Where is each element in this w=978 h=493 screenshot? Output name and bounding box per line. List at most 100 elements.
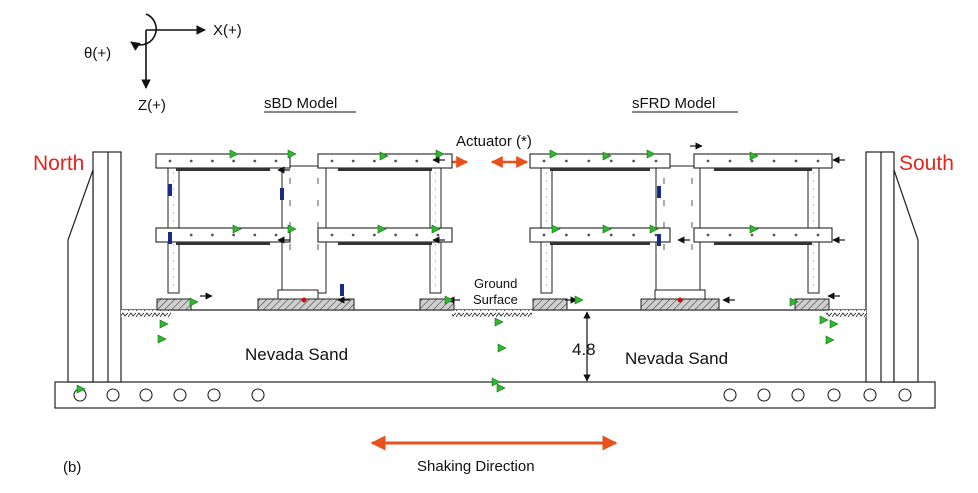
axis-glyph: X(+) θ(+) Z(+) xyxy=(84,13,242,114)
bolt xyxy=(330,159,334,163)
sfrd-model-title: sFRD Model xyxy=(632,95,715,112)
accelerometer-marker xyxy=(574,295,584,305)
accelerometer-marker xyxy=(76,384,86,394)
bolt xyxy=(816,159,820,163)
slab-plate xyxy=(714,242,812,245)
depth-value: 4.8 xyxy=(572,340,596,359)
footing xyxy=(532,298,568,311)
base-hole xyxy=(863,388,877,402)
panel-label: (b) xyxy=(63,459,81,476)
depth-dimension: 4.8 xyxy=(572,311,596,382)
accelerometer-marker xyxy=(435,149,445,159)
gravel-strip xyxy=(121,310,171,317)
sbd-model-title: sBD Model xyxy=(264,95,337,112)
bolt xyxy=(794,233,798,237)
bolt xyxy=(189,159,193,163)
accelerometer-marker xyxy=(189,297,199,307)
bearing xyxy=(168,232,172,244)
base-isolator xyxy=(277,289,319,300)
bearing xyxy=(340,284,344,296)
slab-plate xyxy=(714,168,812,171)
accelerometer-marker xyxy=(825,335,835,345)
bolt xyxy=(274,233,278,237)
bolt xyxy=(373,159,376,163)
accelerometer-marker xyxy=(431,224,441,234)
actuator-label: Actuator (*) xyxy=(456,133,532,150)
accelerometer-marker xyxy=(649,224,659,234)
base-hole xyxy=(173,388,187,402)
base-hole xyxy=(723,388,737,402)
bolt xyxy=(351,233,355,237)
bolt xyxy=(728,233,732,237)
bolt xyxy=(394,159,397,163)
bolt xyxy=(253,233,257,237)
bearing xyxy=(168,184,172,196)
bolt xyxy=(232,159,236,163)
structure-models xyxy=(155,142,845,311)
bolt xyxy=(330,233,334,237)
accelerometer-marker xyxy=(379,151,389,161)
bearing xyxy=(657,186,661,198)
accelerometer-marker xyxy=(287,224,297,234)
accelerometer-marker xyxy=(159,319,169,329)
north-label: North xyxy=(33,152,84,175)
slab-plate xyxy=(550,242,650,245)
north-wall xyxy=(92,151,122,383)
accelerometer-marker xyxy=(551,224,561,234)
bolt xyxy=(794,159,798,163)
load-cell xyxy=(677,297,683,303)
bolt xyxy=(654,233,658,237)
base-hole xyxy=(106,388,120,402)
bolt xyxy=(351,159,355,163)
bolt xyxy=(750,159,754,163)
slab-plate xyxy=(176,168,270,171)
model-container xyxy=(54,151,936,409)
bearing xyxy=(280,188,284,200)
bolt xyxy=(253,159,257,163)
bolt xyxy=(750,233,754,237)
floor-beam xyxy=(529,227,671,243)
accelerometer-marker xyxy=(232,224,242,234)
bolt xyxy=(706,233,710,237)
bolt xyxy=(706,159,710,163)
accelerometer-marker xyxy=(829,319,839,329)
south-label: South xyxy=(899,152,954,175)
nevada-sand-left: Nevada Sand xyxy=(245,345,348,364)
gravel-strip xyxy=(452,310,532,317)
accelerometer-marker xyxy=(377,224,387,234)
nevada-sand-right: Nevada Sand xyxy=(625,349,728,368)
slab-plate xyxy=(338,242,432,245)
bolt xyxy=(632,159,635,163)
theta-label: θ(+) xyxy=(84,45,111,62)
footing xyxy=(419,298,455,311)
accelerometer-marker xyxy=(602,224,612,234)
north-wall-bracket xyxy=(67,169,94,383)
footing xyxy=(156,298,192,311)
x-axis-label: X(+) xyxy=(213,22,242,39)
slab-plate xyxy=(176,242,270,245)
accelerometer-marker xyxy=(602,151,612,161)
surface-label: Surface xyxy=(473,292,518,307)
z-axis-label: Z(+) xyxy=(138,97,166,114)
bolt xyxy=(436,233,440,237)
base-hole xyxy=(207,388,221,402)
bolt xyxy=(565,159,568,163)
bolt xyxy=(542,159,546,163)
bolt xyxy=(542,233,546,237)
gravel-strip xyxy=(826,310,866,317)
bolt xyxy=(211,159,214,163)
accelerometer-marker xyxy=(444,295,454,305)
bolt xyxy=(232,233,236,237)
base-hole xyxy=(791,388,805,402)
floor-beam xyxy=(693,227,833,243)
bolt xyxy=(654,159,658,163)
bolt xyxy=(728,159,732,163)
accelerometer-marker xyxy=(819,315,829,325)
base-hole xyxy=(251,388,265,402)
slab-plate xyxy=(338,168,432,171)
bolt xyxy=(772,159,776,163)
accelerometer-marker xyxy=(491,377,501,387)
floor-beam xyxy=(693,153,833,169)
bolt xyxy=(415,159,419,163)
